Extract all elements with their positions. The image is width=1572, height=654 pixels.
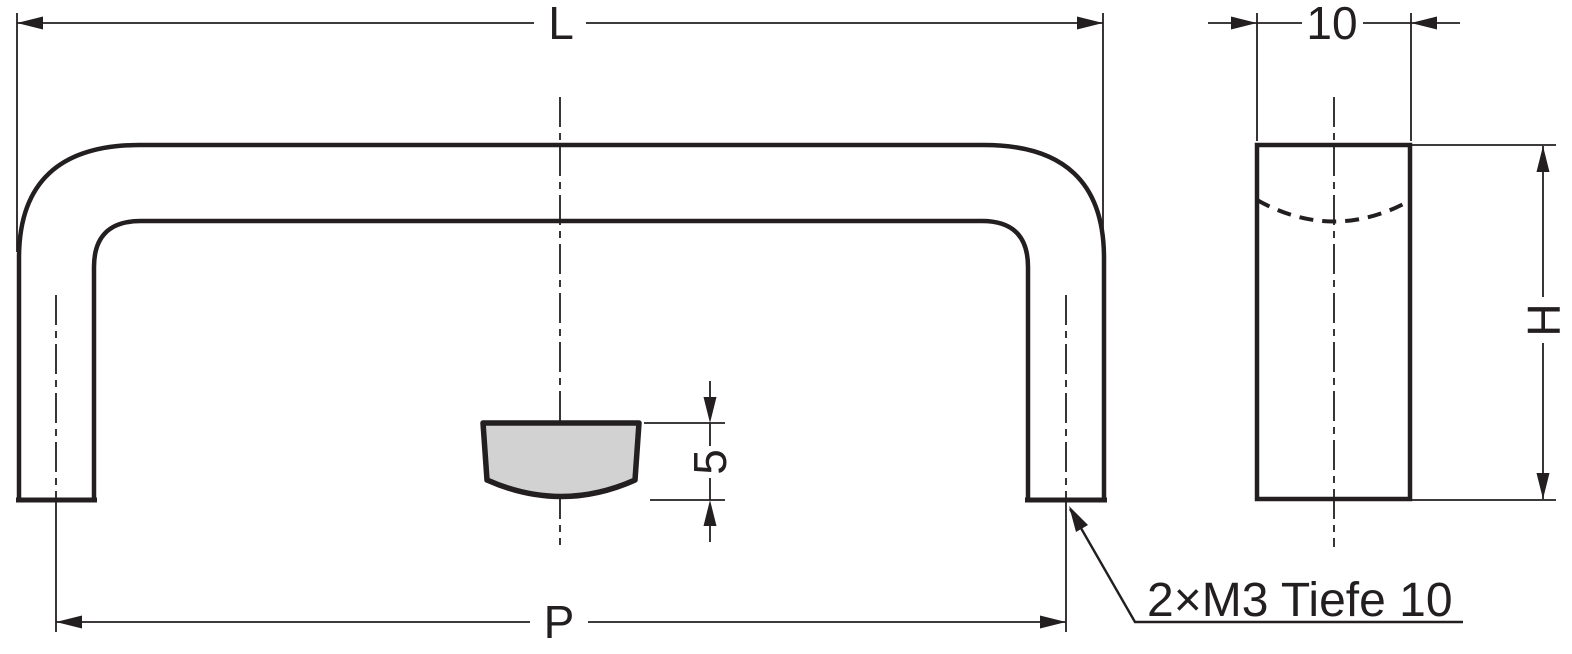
section-shape — [480, 420, 642, 500]
ten-dim-label: 10 — [1306, 0, 1357, 49]
p-dim-label: P — [544, 596, 575, 648]
l-dim-label: L — [548, 0, 574, 49]
p-arrowhead-left — [56, 615, 82, 629]
front-view — [16, 97, 1107, 545]
ten-arrowhead-right — [1411, 16, 1437, 30]
thread-callout: 2×M3 Tiefe 10 — [1068, 506, 1463, 627]
p-arrowhead-right — [1040, 615, 1066, 629]
leader-arrowhead — [1069, 506, 1088, 532]
l-arrowhead-left — [17, 16, 43, 30]
grip-cross-section — [480, 420, 642, 500]
side-view — [1254, 97, 1413, 547]
five-arrowhead-top — [703, 397, 717, 423]
h-dim-label: H — [1518, 303, 1570, 336]
dimension-grip-thickness: 5 — [644, 381, 736, 542]
leader-line — [1068, 508, 1463, 624]
five-dim-label: 5 — [684, 449, 736, 475]
h-arrowhead-bottom — [1536, 473, 1550, 499]
ten-arrowhead-left — [1231, 16, 1257, 30]
handle-inner-contour — [91, 218, 1031, 500]
dimension-height: H — [1412, 144, 1570, 501]
dimension-overall-length: L — [16, 0, 1104, 252]
h-arrowhead-top — [1536, 146, 1550, 172]
five-arrowhead-bottom — [703, 500, 717, 526]
dimension-side-width: 10 — [1208, 0, 1460, 141]
l-arrowhead-right — [1077, 16, 1103, 30]
dimension-hole-pitch: P — [55, 502, 1067, 648]
handle-outer-contour — [16, 142, 1107, 500]
thread-note-label: 2×M3 Tiefe 10 — [1147, 574, 1453, 627]
